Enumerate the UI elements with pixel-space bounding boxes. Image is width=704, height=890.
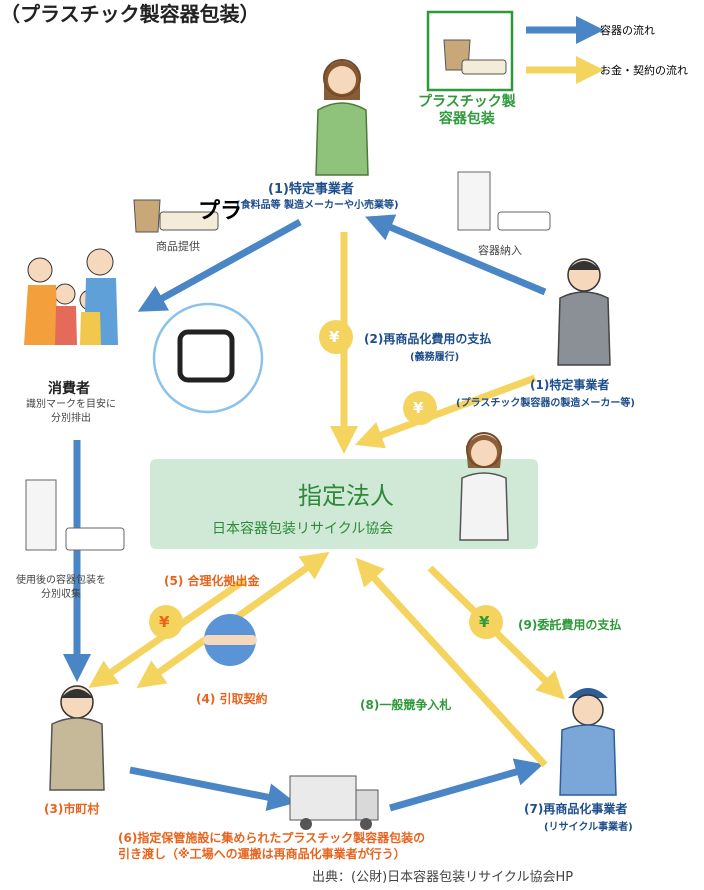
legend-container-flow-label: 容器の流れ	[600, 24, 655, 37]
family-figure	[24, 248, 118, 345]
consumer-sub: 識別マークを目安に 分別排出	[26, 399, 116, 424]
recycling-fee-label: (2)再商品化費用の支払	[364, 332, 492, 346]
yen-symbol-commission: ¥	[479, 613, 490, 631]
municipal-officer-figure	[49, 685, 105, 791]
designated-sub: 日本容器包装リサイクル協会	[212, 521, 394, 537]
source-credit: 出典：(公財)日本容器包装リサイクル協会HP	[312, 870, 574, 885]
identification-mark-bubble	[152, 302, 264, 414]
recycler-sub: (リサイクル事業者)	[544, 822, 633, 833]
designated-title: 指定法人	[298, 482, 394, 510]
arrow-fee-right	[354, 374, 537, 449]
legend-item-box	[426, 10, 514, 92]
commission-fee-label: (9)委託費用の支払	[518, 618, 622, 632]
business-woman-figure	[315, 59, 369, 176]
yen-coin-commission	[469, 605, 503, 639]
contract-label: (4) 引取契約	[196, 692, 268, 706]
used-containers-icon	[25, 479, 125, 551]
staff-woman-figure	[459, 432, 509, 541]
arrow-municipality-to-truck	[129, 766, 296, 812]
product-supply-label: 商品提供	[156, 240, 200, 253]
identification-mark-icon	[177, 329, 235, 383]
municipality-title: (3)市町村	[44, 802, 100, 816]
handover-label: (6)指定保管施設に集められたプラスチック製容器包装の 引き渡し（※工場への運搬…	[118, 831, 426, 861]
arrow-bidding	[355, 557, 548, 768]
page-title: （プラスチック製容器包装）	[0, 2, 260, 26]
product-goods-icon	[133, 199, 219, 233]
designated-box	[150, 459, 538, 549]
legend-tray-icon	[461, 59, 507, 75]
bidding-label: (8)一般競争入札	[360, 698, 452, 712]
arrow-right-business-to-top	[365, 214, 547, 296]
consumer-title: 消費者	[48, 381, 90, 397]
container-delivery-icon	[457, 171, 551, 231]
yen-symbol-fee-top: ¥	[329, 328, 340, 346]
legend-money-flow-label: お金・契約の流れ	[600, 64, 688, 77]
business-top-title: (1)特定事業者	[268, 182, 354, 197]
separate-collection-label: 使用後の容器包装を 分別収集	[16, 575, 106, 600]
legend-item-label: プラスチック製 容器包装	[418, 94, 516, 127]
yen-symbol-fee-right: ¥	[413, 399, 424, 417]
business-right-sub: (プラスチック製容器の製造メーカー等)	[456, 398, 635, 409]
yen-symbol-rationalization: ¥	[159, 613, 170, 631]
yen-coin-fee-top	[319, 320, 353, 354]
yen-coin-fee-right	[403, 391, 437, 425]
identification-mark-text: プラ	[198, 199, 243, 224]
recycler-title: (7)再商品化事業者	[524, 802, 628, 816]
arrow-business-to-consumer	[137, 218, 302, 312]
business-right-title: (1)特定事業者	[530, 378, 610, 392]
yen-coin-rationalization	[149, 605, 183, 639]
obligation-label: (義務履行)	[410, 352, 460, 363]
truck-icon	[289, 775, 379, 830]
arrow-truck-to-recycler	[389, 758, 544, 812]
rationalization-label: (5) 合理化拠出金	[164, 574, 260, 588]
manufacturer-man-figure	[557, 258, 611, 366]
recycler-worker-figure	[559, 688, 617, 796]
business-top-sub: (食料品等 製造メーカーや小売業等)	[236, 200, 399, 211]
container-delivery-label: 容器納入	[478, 244, 522, 257]
